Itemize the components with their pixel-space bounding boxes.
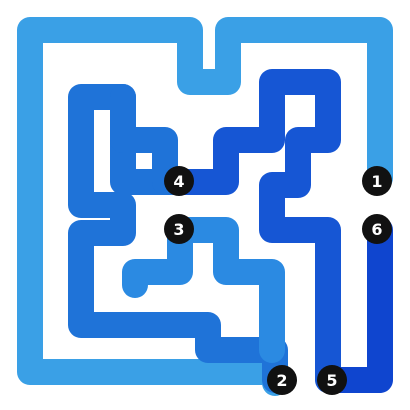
marker-6-label: 6 xyxy=(371,220,382,239)
maze-path-right-lower xyxy=(319,217,393,393)
marker-4-label: 4 xyxy=(173,172,184,191)
marker-6-circle xyxy=(362,214,392,244)
marker-2-circle xyxy=(267,365,297,395)
marker-1-label: 1 xyxy=(371,172,382,191)
marker-1-circle xyxy=(362,166,392,196)
marker-4[interactable]: 4 xyxy=(164,166,194,196)
marker-3[interactable]: 3 xyxy=(164,214,194,244)
marker-5[interactable]: 5 xyxy=(317,365,347,395)
marker-5-circle xyxy=(317,365,347,395)
marker-2[interactable]: 2 xyxy=(267,365,297,395)
marker-4-circle xyxy=(164,166,194,196)
maze-path-right-upper xyxy=(167,69,341,393)
marker-6[interactable]: 6 xyxy=(362,214,392,244)
marker-3-label: 3 xyxy=(173,220,184,239)
maze-path-center xyxy=(122,217,193,298)
maze-path-outer xyxy=(17,17,393,396)
maze-path-center-2 xyxy=(167,217,285,363)
marker-1[interactable]: 1 xyxy=(362,166,392,196)
marker-3-circle xyxy=(164,214,194,244)
marker-5-label: 5 xyxy=(326,371,337,390)
marker-2-label: 2 xyxy=(276,371,287,390)
maze-path-inner-left-2 xyxy=(110,84,178,195)
